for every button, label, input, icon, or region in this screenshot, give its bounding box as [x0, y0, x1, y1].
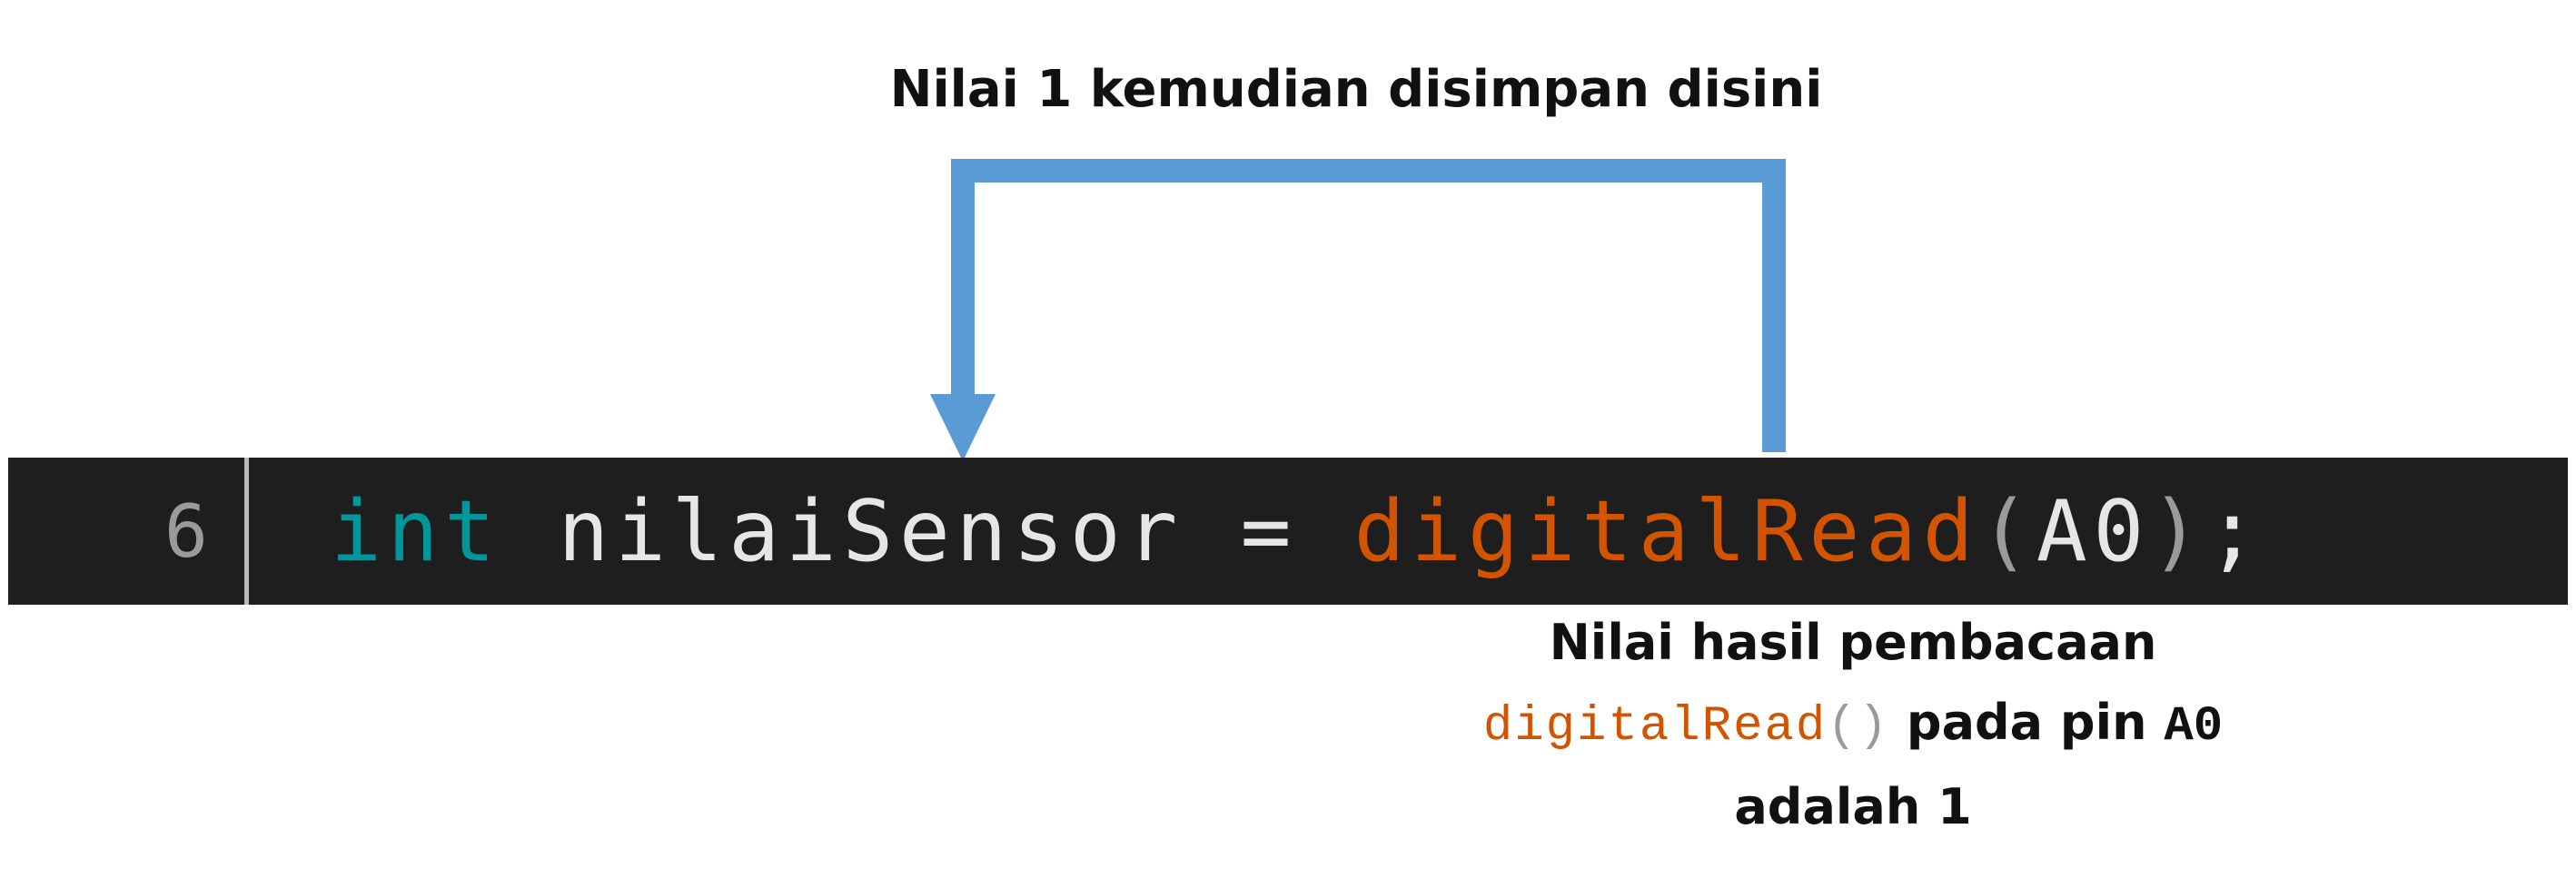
- pin-name: A0: [2164, 699, 2224, 755]
- bottom-annotation-line2: digitalRead() pada pin A0: [1435, 683, 2271, 767]
- keyword-token: int: [331, 482, 501, 580]
- space-token: [501, 482, 559, 580]
- assignment-arrow-line: [951, 159, 1786, 452]
- func-name-inline: digitalRead: [1482, 699, 1828, 755]
- variable-token: nilaiSensor: [558, 482, 1184, 580]
- semicolon-token: ;: [2206, 482, 2264, 580]
- code-line: int nilaiSensor = digitalRead(A0);: [249, 482, 2264, 580]
- paren-open-token: (: [1979, 482, 2036, 580]
- space-token: [1184, 482, 1241, 580]
- line-number: 6: [8, 458, 249, 605]
- bottom-annotation-line3: adalah 1: [1734, 778, 1972, 835]
- assignment-arrow-head: [930, 394, 996, 461]
- argument-token: A0: [2036, 482, 2150, 580]
- pin-text: pada pin: [1889, 694, 2165, 751]
- top-annotation: Nilai 1 kemudian disimpan disini: [889, 60, 1823, 119]
- code-line-strip: 6 int nilaiSensor = digitalRead(A0);: [8, 458, 2568, 605]
- bottom-annotation: Nilai hasil pembacaan digitalRead() pada…: [1435, 603, 2271, 847]
- paren-close-token: ): [2149, 482, 2207, 580]
- func-parens-inline: (): [1827, 699, 1890, 755]
- bottom-annotation-line1: Nilai hasil pembacaan: [1549, 614, 2157, 671]
- operator-token: =: [1240, 482, 1298, 580]
- function-token: digitalRead: [1353, 482, 1980, 580]
- space-token: [1297, 482, 1354, 580]
